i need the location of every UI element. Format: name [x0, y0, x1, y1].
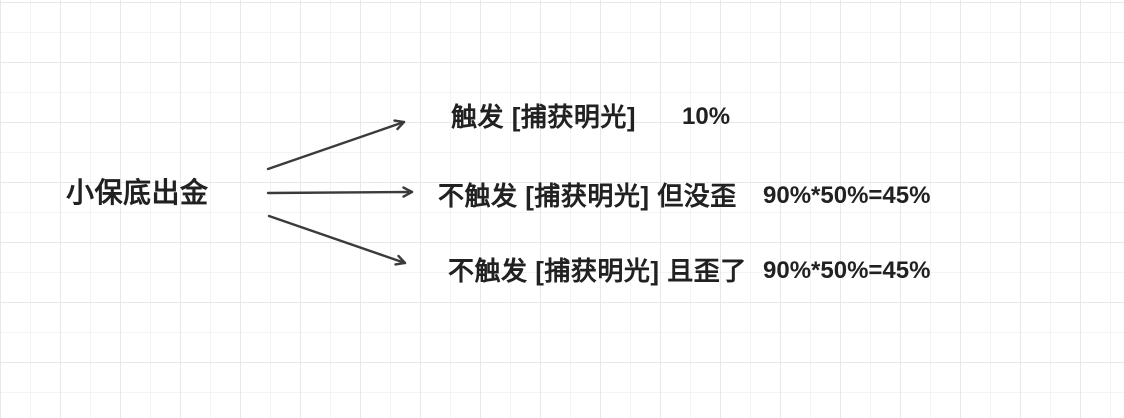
root-node[interactable]: 小保底出金 — [66, 177, 209, 208]
arrow-branch-1[interactable] — [266, 119, 406, 171]
arrow-branch-2[interactable] — [266, 186, 414, 198]
branch-1-probability[interactable]: 10% — [682, 103, 731, 130]
arrow-branch-3[interactable] — [267, 214, 407, 266]
branch-3-label[interactable]: 不触发 [捕获明光] 且歪了 — [448, 256, 747, 286]
branch-2-probability[interactable]: 90%*50%=45% — [763, 182, 931, 209]
branch-3-probability[interactable]: 90%*50%=45% — [763, 257, 931, 284]
branch-2-label[interactable]: 不触发 [捕获明光] 但没歪 — [438, 181, 737, 211]
branch-1-label[interactable]: 触发 [捕获明光] — [451, 102, 637, 132]
